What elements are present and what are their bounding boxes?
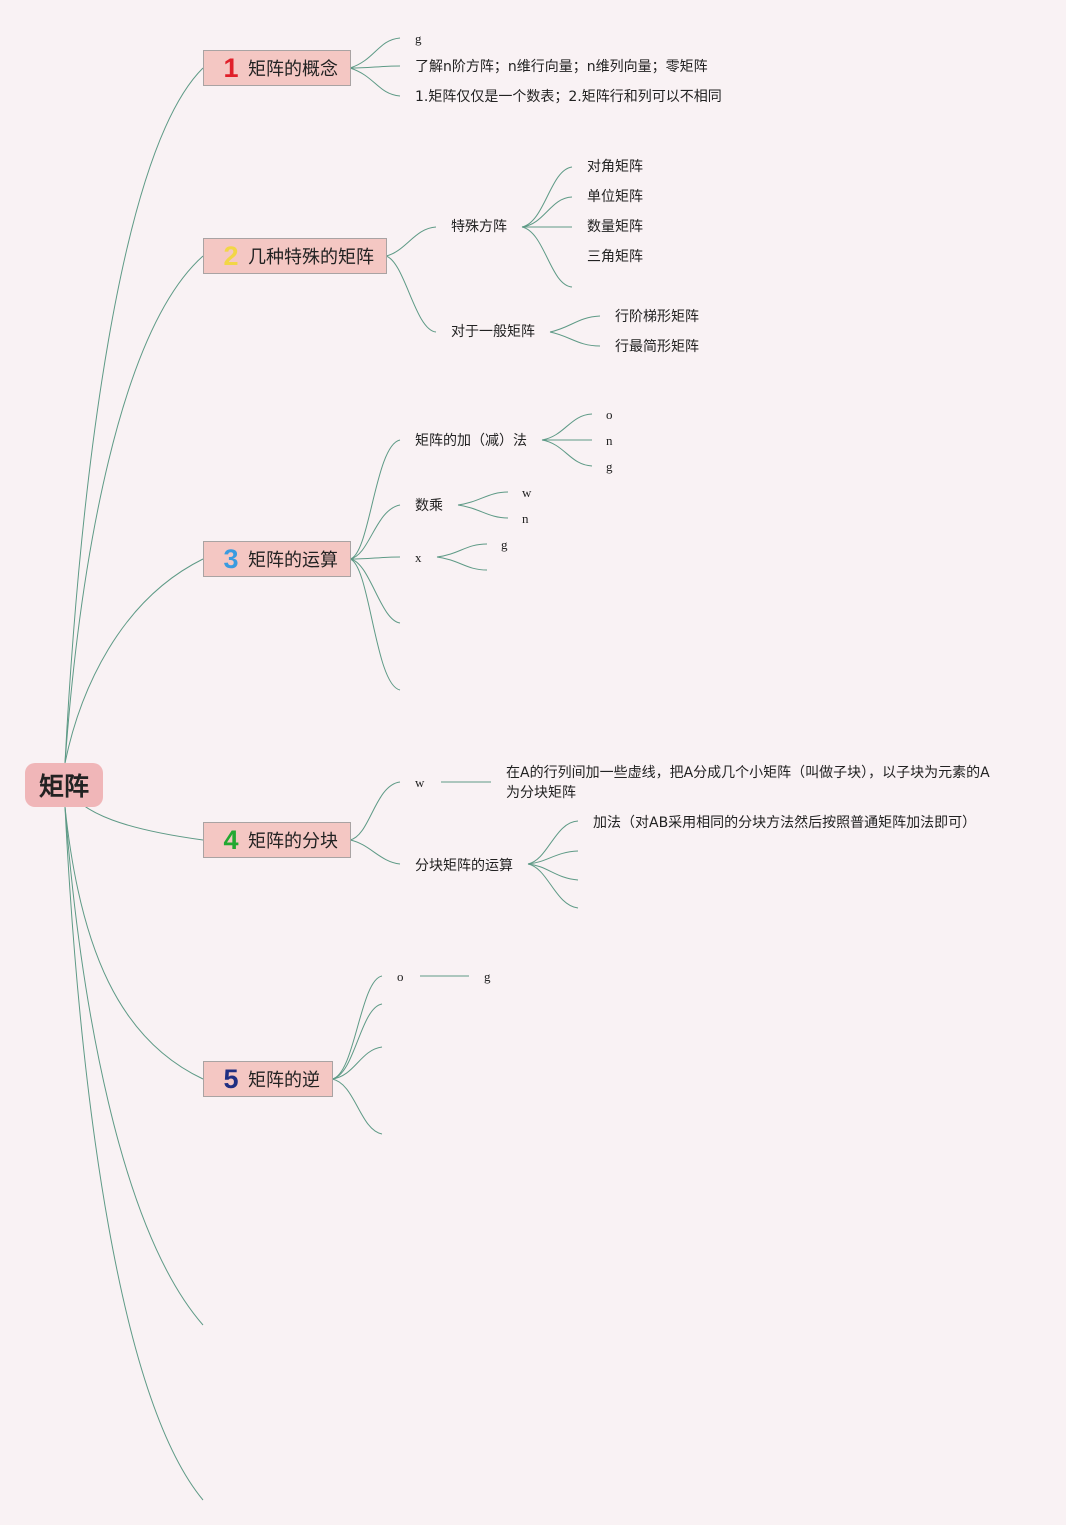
- scalar-child-2[interactable]: n: [522, 511, 529, 526]
- topic-number-3: 3: [223, 544, 239, 574]
- topic-node-2[interactable]: 2 几种特殊的矩阵: [203, 238, 387, 274]
- addition-child-2[interactable]: n: [606, 433, 613, 448]
- special-child-1[interactable]: 对角矩阵: [587, 159, 643, 175]
- x-child-1[interactable]: g: [501, 537, 508, 552]
- addition-child-3[interactable]: g: [606, 459, 613, 474]
- topic-node-1[interactable]: 1 矩阵的概念: [203, 50, 351, 86]
- topic-node-5[interactable]: 5 矩阵的逆: [203, 1061, 333, 1097]
- root-label: 矩阵: [38, 772, 89, 801]
- block-addition-node[interactable]: 加法（对AB采用相同的分块方法然后按照普通矩阵加法即可）: [593, 815, 977, 831]
- x-node[interactable]: x: [415, 550, 422, 565]
- topic-node-3[interactable]: 3 矩阵的运算: [203, 541, 351, 577]
- topic-number-2: 2: [223, 241, 239, 271]
- addition-child-1[interactable]: o: [606, 407, 613, 422]
- topic1-child-1[interactable]: g: [415, 31, 422, 46]
- w-node[interactable]: w: [415, 775, 425, 790]
- topic-number-4: 4: [223, 825, 239, 855]
- matrix-addition-node[interactable]: 矩阵的加（减）法: [415, 433, 527, 449]
- topic-node-4[interactable]: 4 矩阵的分块: [203, 822, 351, 858]
- block-matrix-definition-line-2[interactable]: 为分块矩阵: [506, 785, 576, 801]
- o-child-1[interactable]: g: [484, 969, 491, 984]
- general-child-1[interactable]: 行阶梯形矩阵: [615, 309, 699, 325]
- topic-label-5: 矩阵的逆: [248, 1070, 320, 1091]
- special-child-3[interactable]: 数量矩阵: [587, 219, 643, 235]
- topic-label-4: 矩阵的分块: [248, 831, 338, 852]
- topic-label-1: 矩阵的概念: [248, 59, 338, 80]
- root-node[interactable]: 矩阵: [25, 763, 103, 807]
- topic-label-2: 几种特殊的矩阵: [248, 247, 374, 268]
- special-square-matrix-node[interactable]: 特殊方阵: [451, 219, 507, 235]
- general-child-2[interactable]: 行最简形矩阵: [615, 339, 699, 355]
- block-matrix-definition-line-1[interactable]: 在A的行列间加一些虚线，把A分成几个小矩阵（叫做子块），以子块为元素的A: [506, 765, 990, 781]
- topic-number-5: 5: [223, 1064, 239, 1094]
- special-child-4[interactable]: 三角矩阵: [587, 249, 643, 265]
- o-node[interactable]: o: [397, 969, 404, 984]
- general-matrix-node[interactable]: 对于一般矩阵: [451, 324, 535, 340]
- block-matrix-operations-node[interactable]: 分块矩阵的运算: [415, 858, 513, 874]
- special-child-2[interactable]: 单位矩阵: [587, 189, 643, 205]
- topic1-child-2[interactable]: 了解n阶方阵；n维行向量；n维列向量；零矩阵: [415, 59, 708, 75]
- scalar-child-1[interactable]: w: [522, 485, 532, 500]
- topic-label-3: 矩阵的运算: [248, 550, 338, 571]
- scalar-multiplication-node[interactable]: 数乘: [415, 498, 443, 514]
- topic1-child-3[interactable]: 1.矩阵仅仅是一个数表；2.矩阵行和列可以不相同: [415, 89, 722, 105]
- topic-number-1: 1: [223, 53, 239, 83]
